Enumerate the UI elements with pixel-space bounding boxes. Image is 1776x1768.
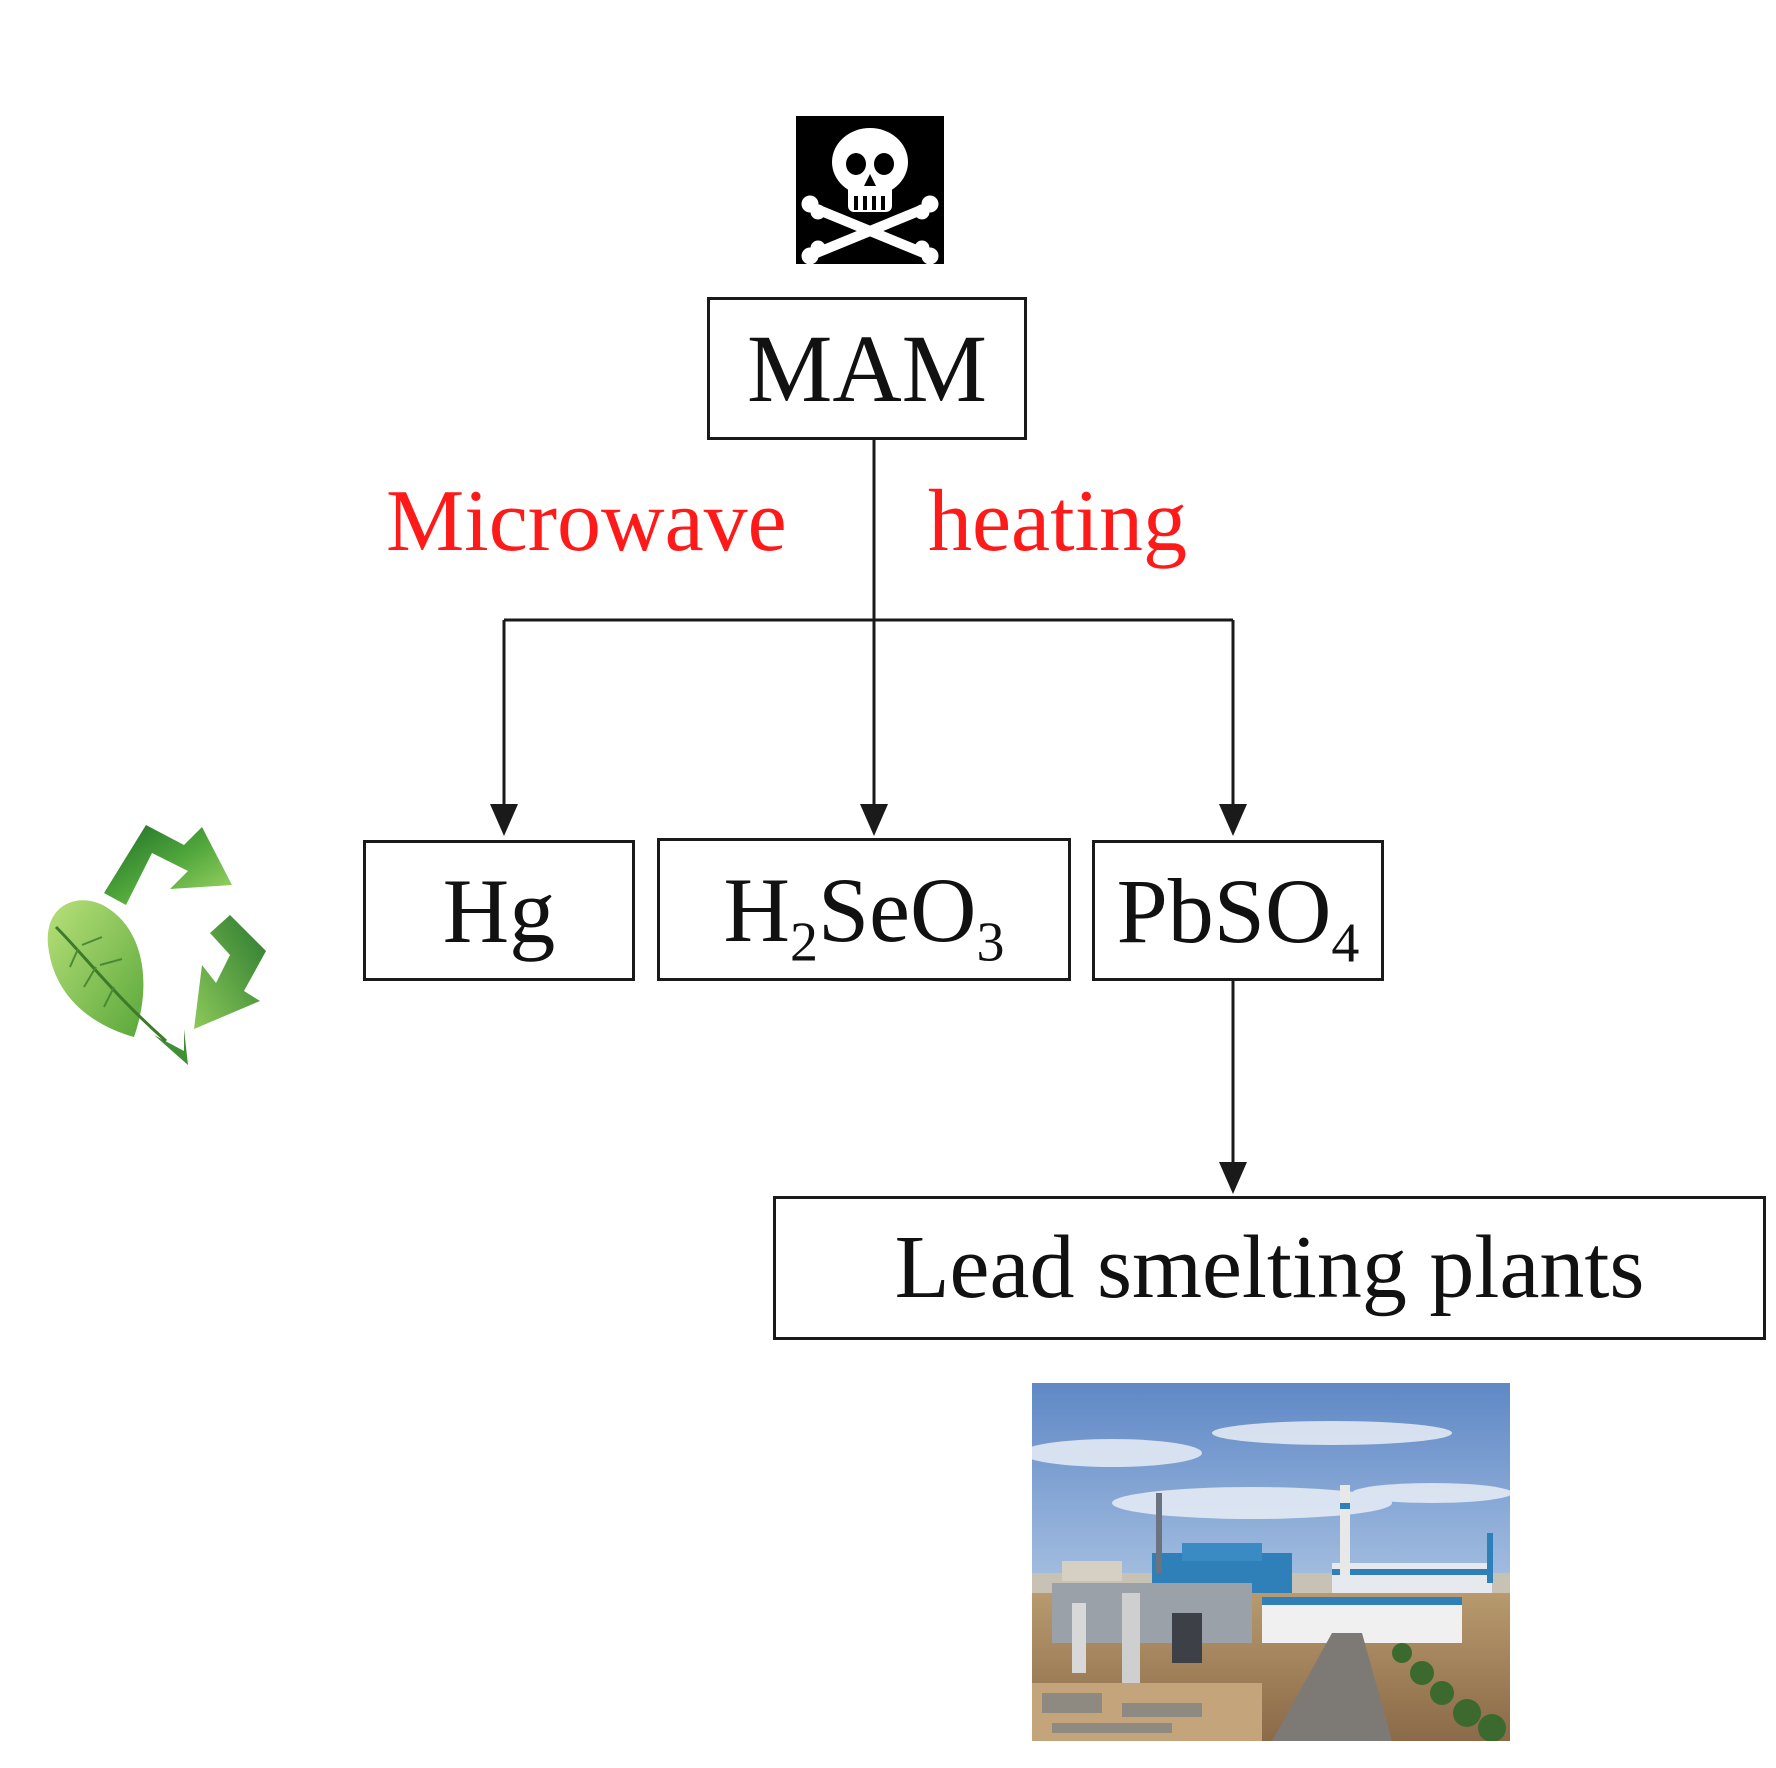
arrowhead-pbso4 (1219, 804, 1247, 836)
skull-crossbones-icon (796, 116, 944, 265)
node-lead-label: Lead smelting plants (894, 1218, 1645, 1317)
node-mam-label: MAM (746, 314, 988, 422)
arrowhead-lead (1219, 1162, 1247, 1194)
node-lead-smelting-plants: Lead smelting plants (773, 1196, 1766, 1340)
node-h2seo3: H2SeO3 (657, 838, 1071, 981)
label-microwave: Microwave (386, 473, 787, 570)
node-hg: Hg (363, 840, 635, 981)
industrial-plant-photo (1032, 1383, 1510, 1741)
node-h2seo3-label: H2SeO3 (723, 858, 1005, 974)
label-heating: heating (928, 473, 1188, 570)
arrowhead-hg (490, 804, 518, 836)
node-pbso4: PbSO4 (1092, 840, 1384, 981)
arrowhead-h2seo3 (860, 804, 888, 836)
node-pbso4-label: PbSO4 (1116, 859, 1360, 975)
node-mam: MAM (707, 297, 1027, 440)
recycle-leaf-icon (34, 815, 284, 1065)
node-hg-label: Hg (442, 859, 556, 962)
